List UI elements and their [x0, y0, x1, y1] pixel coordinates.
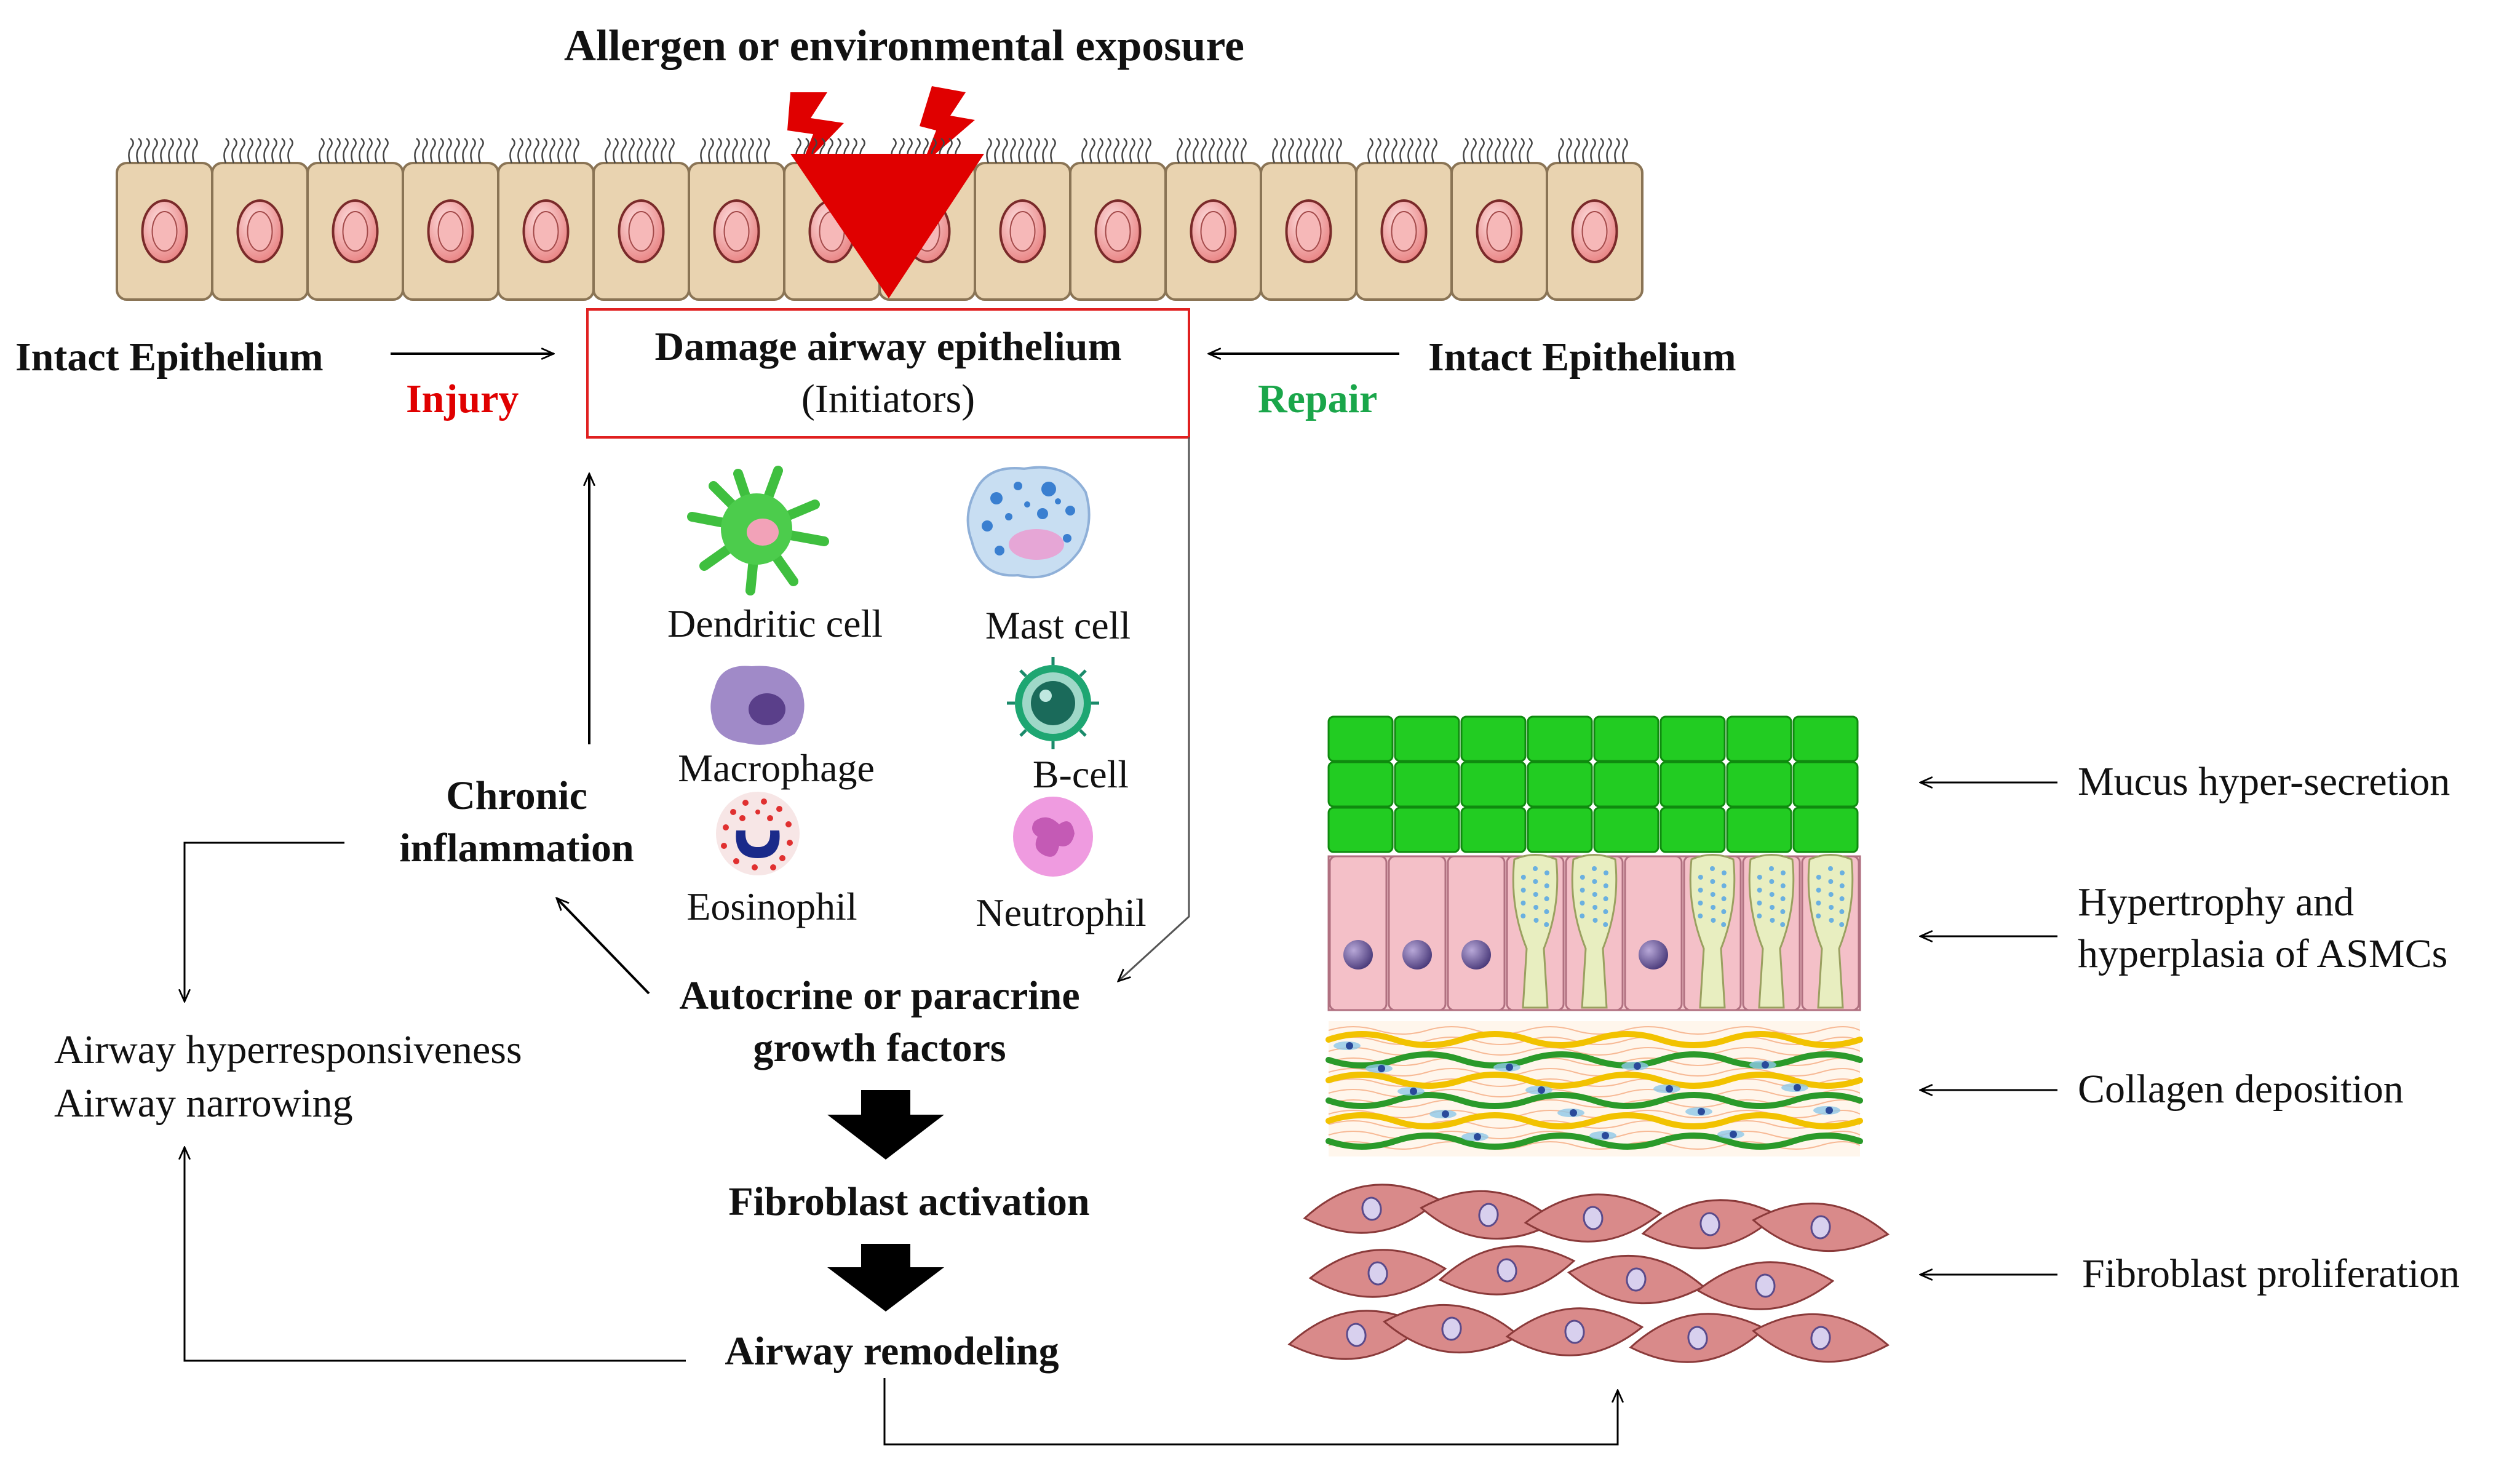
macrophage-icon — [710, 666, 805, 745]
mast-cell-label: Mast cell — [985, 603, 1131, 647]
exposure-title: Allergen or environmental exposure — [564, 21, 1244, 70]
collagen-layer — [1326, 1021, 1863, 1156]
growth-to-chronic-arrow — [557, 898, 650, 995]
growth-factors-line2: growth factors — [753, 1025, 1006, 1070]
asmc-layer — [1327, 854, 1861, 1011]
macrophage-label: Macrophage — [678, 746, 875, 790]
chronic-to-outcome-arrow — [185, 842, 344, 1001]
epithelial-cell — [1450, 138, 1548, 301]
damage-box — [586, 308, 1190, 439]
block-arrow-2-icon — [827, 1244, 944, 1312]
remodeling-to-outcome-arrow — [185, 1147, 686, 1362]
dendritic-cell-label: Dendritic cell — [667, 602, 883, 645]
epithelial-cell — [1164, 138, 1262, 301]
dendritic-cell-icon — [687, 466, 829, 595]
b-cell-icon — [1007, 657, 1099, 749]
eosinophil-icon — [716, 792, 800, 875]
damage-box-subtitle: (Initiators) — [801, 376, 975, 421]
fibroblast-label: Fibroblast proliferation — [2082, 1251, 2460, 1296]
intact-epithelium-left: Intact Epithelium — [15, 335, 324, 380]
epithelial-cell — [116, 138, 213, 301]
growth-factors-line1: Autocrine or paracrine — [679, 973, 1079, 1018]
chronic-label-line1: Chronic — [446, 773, 587, 818]
neutrophil-icon — [1013, 797, 1093, 877]
damage-box-title: Damage airway epithelium — [655, 324, 1122, 369]
neutrophil-label: Neutrophil — [976, 891, 1146, 934]
outcome-line2: Airway narrowing — [54, 1081, 353, 1126]
injury-triangle-icon — [790, 154, 984, 298]
airway-remodeling-label: Airway remodeling — [725, 1329, 1059, 1374]
asmc-label-line1: Hypertrophy and — [2078, 880, 2354, 925]
fibroblast-layer — [1287, 1184, 1890, 1363]
asmc-label-line2: hyperplasia of ASMCs — [2078, 931, 2447, 976]
remodeling-to-tissue-arrow — [883, 1378, 1618, 1446]
injury-label: Injury — [406, 376, 519, 421]
eosinophil-label: Eosinophil — [686, 885, 857, 928]
outcome-line1: Airway hyperresponsiveness — [54, 1027, 522, 1072]
epithelial-cell — [1355, 138, 1453, 301]
collagen-label: Collagen deposition — [2078, 1067, 2404, 1112]
mast-cell-icon — [966, 466, 1091, 579]
repair-label: Repair — [1258, 376, 1377, 421]
epithelial-cell — [592, 138, 690, 301]
box-to-growth-arrow — [1118, 437, 1190, 981]
epithelial-cell — [402, 138, 499, 301]
b-cell-label: B-cell — [1033, 752, 1129, 796]
fibroblast-activation-label: Fibroblast activation — [728, 1179, 1089, 1224]
epithelial-cell — [974, 138, 1071, 301]
epithelial-cell — [1546, 138, 1644, 301]
mucus-label: Mucus hyper-secretion — [2078, 759, 2450, 804]
intact-epithelium-right: Intact Epithelium — [1428, 335, 1736, 380]
epithelial-cell — [1069, 138, 1167, 301]
block-arrow-1-icon — [827, 1090, 944, 1160]
epithelial-cell — [306, 138, 404, 301]
epithelial-cell — [688, 138, 785, 301]
lightning-icon — [787, 86, 975, 169]
epithelial-cell — [211, 138, 309, 301]
epithelial-cell — [1260, 138, 1357, 301]
mucus-layer — [1327, 715, 1859, 853]
epithelial-cell — [497, 138, 595, 301]
chronic-label-line2: inflammation — [399, 826, 634, 870]
